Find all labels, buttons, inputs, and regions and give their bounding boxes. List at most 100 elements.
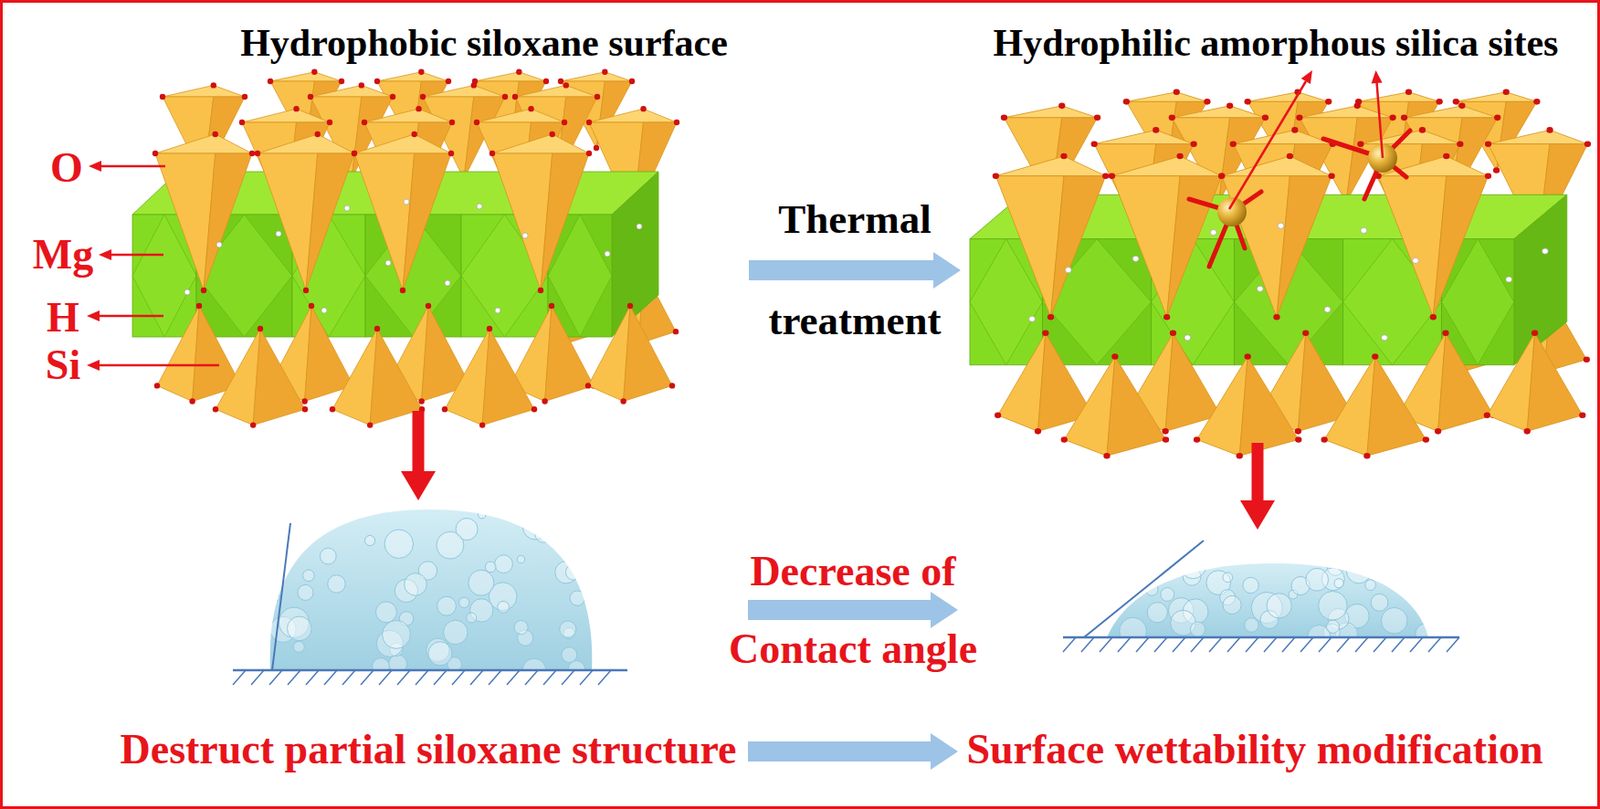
- oxygen-atom: [351, 150, 358, 157]
- hatch-line: [1355, 637, 1369, 653]
- tetrahedron-face: [1239, 356, 1299, 456]
- oxygen-atom: [367, 421, 373, 428]
- tetrahedron-face: [1526, 333, 1583, 432]
- hatch-line: [598, 670, 611, 685]
- leader-arrowhead: [86, 310, 100, 322]
- hatch-line: [1410, 637, 1423, 653]
- oxygen-atom: [549, 131, 556, 137]
- hydrogen-atom: [636, 223, 643, 230]
- tangent-line: [1084, 540, 1204, 638]
- droplet-bubble: [1244, 618, 1260, 633]
- oxygen-atom: [1173, 89, 1180, 96]
- oxygen-atom: [1244, 98, 1252, 106]
- tetrahedron-face: [242, 108, 330, 123]
- oxygen-atom: [1218, 172, 1225, 179]
- oxygen-atom: [200, 287, 207, 294]
- oxygen-atom: [411, 131, 418, 137]
- droplet-bubble: [384, 529, 413, 558]
- hatch-line: [1336, 637, 1350, 653]
- panel-heading: Hydrophilic amorphous silica sites: [993, 21, 1559, 65]
- tetrahedron-face: [270, 72, 342, 82]
- oxygen-atom: [338, 78, 345, 85]
- oxygen-atom: [1190, 140, 1198, 148]
- oxygen-atom: [1442, 329, 1449, 337]
- droplet-bubble: [484, 561, 496, 573]
- hydrogen-atom: [444, 280, 451, 286]
- hydrogen-atom: [321, 307, 327, 314]
- oxygen-atom: [1295, 115, 1303, 122]
- oxygen-atom: [1371, 353, 1379, 360]
- oxygen-atom: [640, 105, 646, 112]
- oxygen-atom: [531, 406, 537, 412]
- droplet-bubble: [1123, 571, 1141, 590]
- hatch-line: [1136, 637, 1149, 653]
- tetrahedron-face: [257, 134, 355, 154]
- oxygen-atom: [196, 303, 202, 309]
- droplet-texture: [1119, 552, 1437, 648]
- oxygen-atom: [154, 382, 160, 389]
- tetrahedron-face: [588, 305, 631, 402]
- oxygen-atom: [212, 406, 219, 412]
- oxygen-atom: [1389, 115, 1396, 122]
- hydrogen-atom: [216, 242, 222, 248]
- oxygen-atom: [1584, 140, 1591, 148]
- hatch-line: [1227, 637, 1241, 653]
- oxygen-atom: [1458, 103, 1465, 110]
- oxygen-atom: [1047, 314, 1054, 321]
- oxygen-atom: [420, 94, 426, 100]
- hydrogen-atom: [1184, 335, 1191, 341]
- oxygen-atom: [1294, 436, 1302, 443]
- hydrogen-atom: [275, 231, 282, 237]
- oxygen-atom: [329, 406, 336, 412]
- droplet-bubble: [303, 569, 316, 582]
- tetrahedron-face: [1367, 356, 1427, 456]
- droplet-bubble: [437, 596, 457, 616]
- oxygen-atom: [1430, 314, 1437, 321]
- process-arrow: [747, 591, 958, 629]
- oxygen-atom: [445, 78, 452, 85]
- oxygen-atom: [1094, 115, 1101, 122]
- oxygen-atom: [1321, 436, 1328, 443]
- hydrogen-atom: [1505, 276, 1513, 283]
- droplet-bubble: [382, 620, 411, 649]
- oxygen-atom: [1419, 126, 1426, 134]
- droplet-bubble: [1189, 621, 1205, 637]
- oxygen-atom: [400, 287, 406, 294]
- droplet-bubble: [327, 575, 347, 594]
- oxygen-atom: [1434, 428, 1442, 435]
- hatch-line: [1446, 637, 1460, 653]
- droplet-bubble: [293, 641, 305, 653]
- amorphous-silica-sites: [1189, 130, 1411, 267]
- droplet-bubble: [494, 555, 513, 574]
- hydrogen-atom: [1277, 222, 1285, 229]
- element-label: Mg: [32, 231, 94, 279]
- droplet-bubble: [1119, 617, 1148, 645]
- oxygen-atom: [1484, 140, 1492, 148]
- oxygen-atom: [1060, 153, 1067, 160]
- oxygen-atom: [669, 382, 675, 389]
- hatch-line: [324, 670, 337, 685]
- hydrogen-atom: [1256, 285, 1264, 292]
- hatch-line: [525, 670, 538, 685]
- octahedral-layer-side: [1514, 194, 1568, 365]
- hatch-line: [1282, 637, 1295, 653]
- tetrahedron-face: [1432, 176, 1488, 317]
- droplet-panel: Surface wettability modification: [957, 529, 1552, 779]
- hydrogen-atom: [1324, 306, 1331, 313]
- oxygen-atom: [1273, 314, 1280, 321]
- droplet-bubble: [551, 517, 575, 541]
- substrate-line: [232, 669, 628, 673]
- oxygen-atom: [1034, 428, 1042, 435]
- oxygen-atom: [159, 94, 166, 100]
- droplet-bubble: [404, 573, 428, 597]
- droplet-bubble: [572, 545, 602, 575]
- tetrahedron-face: [1247, 92, 1329, 103]
- hatch-line: [1318, 637, 1332, 653]
- oxygen-atom: [1262, 115, 1269, 122]
- oxygen-atom: [994, 411, 1001, 419]
- element-label: H: [46, 294, 80, 342]
- hatch-line: [1428, 637, 1442, 653]
- tetrahedron-face: [492, 134, 590, 154]
- oxygen-atom: [1102, 172, 1109, 179]
